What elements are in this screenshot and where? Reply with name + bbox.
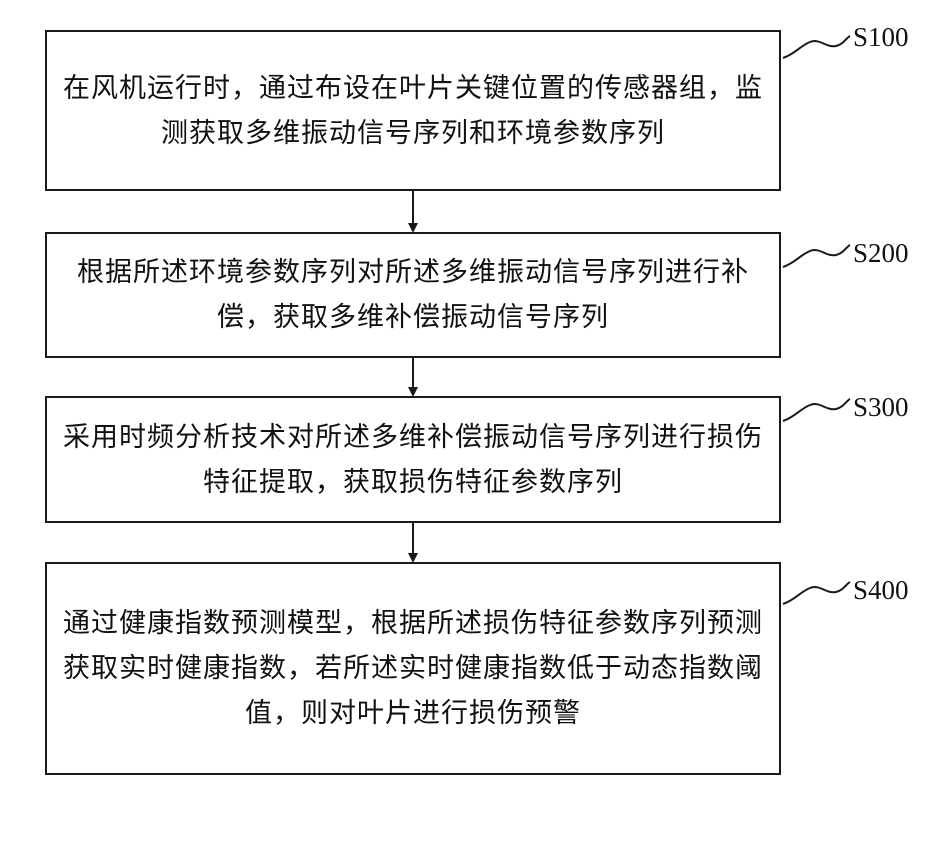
leader-line-s400 [783,582,850,604]
step-text-s200: 根据所述环境参数序列对所述多维振动信号序列进行补偿，获取多维补偿振动信号序列 [61,250,765,340]
step-text-s100: 在风机运行时，通过布设在叶片关键位置的传感器组，监测获取多维振动信号序列和环境参… [61,66,765,156]
leader-line-s200 [783,245,850,267]
step-box-s300: 采用时频分析技术对所述多维补偿振动信号序列进行损伤特征提取，获取损伤特征参数序列 [45,396,781,523]
step-box-s400: 通过健康指数预测模型，根据所述损伤特征参数序列预测获取实时健康指数，若所述实时健… [45,562,781,775]
step-box-s100: 在风机运行时，通过布设在叶片关键位置的传感器组，监测获取多维振动信号序列和环境参… [45,30,781,191]
step-text-s300: 采用时频分析技术对所述多维补偿振动信号序列进行损伤特征提取，获取损伤特征参数序列 [61,415,765,505]
step-label-s200: S200 [853,238,909,269]
leader-line-s300 [783,399,850,421]
step-text-s400: 通过健康指数预测模型，根据所述损伤特征参数序列预测获取实时健康指数，若所述实时健… [61,601,765,736]
leader-line-s100 [783,36,850,58]
step-label-s100: S100 [853,22,909,53]
step-label-s400: S400 [853,575,909,606]
step-label-s300: S300 [853,392,909,423]
step-box-s200: 根据所述环境参数序列对所述多维振动信号序列进行补偿，获取多维补偿振动信号序列 [45,232,781,358]
